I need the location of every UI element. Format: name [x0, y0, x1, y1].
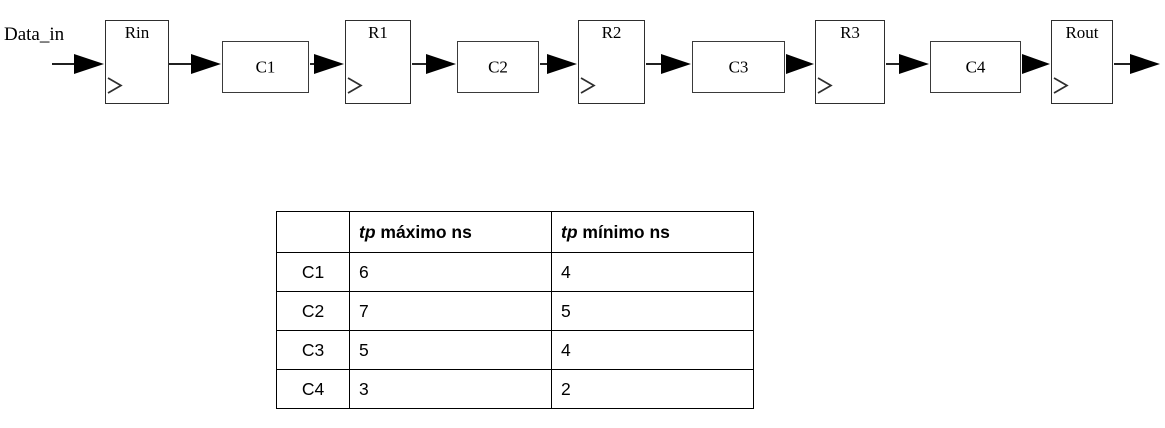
block-r2: R2	[578, 20, 645, 104]
clock-input-icon	[347, 77, 367, 94]
tp-symbol-max: tp	[359, 221, 376, 242]
table-header-row: tp máximo ns tp mínimo ns	[276, 211, 754, 253]
clock-input-icon	[1053, 77, 1073, 94]
block-label-rin: Rin	[124, 23, 150, 42]
block-c2: C2	[457, 41, 539, 93]
data-in-label: Data_in	[4, 24, 65, 45]
block-r1: R1	[345, 20, 411, 104]
cell-tp-max-c1: 6	[349, 252, 552, 292]
header-tp-maximo-text: máximo ns	[375, 221, 472, 242]
block-label-c4: C4	[965, 57, 986, 77]
row-label-c3: C3	[276, 330, 350, 370]
arrow-c4-to-rout	[1022, 51, 1050, 77]
row-label-c2: C2	[276, 291, 350, 331]
clock-input-icon	[580, 77, 600, 94]
block-rin: Rin	[105, 20, 169, 104]
arrow-rout-out	[1114, 51, 1160, 77]
arrow-r3-to-c4	[886, 51, 929, 77]
arrow-r1-to-c2	[412, 51, 456, 77]
cell-tp-max-c4: 3	[349, 369, 552, 409]
header-tp-minimo: tp mínimo ns	[551, 211, 754, 253]
arrow-c1-to-r1	[310, 51, 344, 77]
clock-input-icon	[107, 77, 127, 94]
arrow-c2-to-r2	[540, 51, 577, 77]
cell-tp-min-c3: 4	[551, 330, 754, 370]
block-rout: Rout	[1051, 20, 1113, 104]
cell-tp-min-c4: 2	[551, 369, 754, 409]
arrow-rin-to-c1	[169, 51, 221, 77]
arrow-c3-to-r3	[786, 51, 814, 77]
block-c1: C1	[222, 41, 309, 93]
tp-symbol-min: tp	[561, 221, 578, 242]
block-r3: R3	[815, 20, 885, 104]
block-label-c1: C1	[255, 57, 276, 77]
header-tp-minimo-text: mínimo ns	[577, 221, 670, 242]
block-label-c3: C3	[728, 57, 749, 77]
cell-tp-min-c1: 4	[551, 252, 754, 292]
row-label-c4: C4	[276, 369, 350, 409]
row-label-c1: C1	[276, 252, 350, 292]
header-tp-maximo: tp máximo ns	[349, 211, 552, 253]
block-label-rout: Rout	[1065, 23, 1099, 42]
cell-tp-max-c2: 7	[349, 291, 552, 331]
block-c3: C3	[692, 41, 785, 93]
block-label-r2: R2	[601, 23, 622, 42]
block-label-c2: C2	[488, 57, 508, 77]
header-corner-cell	[276, 211, 350, 253]
block-label-r1: R1	[368, 23, 388, 42]
block-label-r3: R3	[840, 23, 860, 42]
block-c4: C4	[930, 41, 1021, 93]
cell-tp-min-c2: 5	[551, 291, 754, 331]
arrow-datain-to-rin	[52, 51, 104, 77]
arrow-r2-to-c3	[646, 51, 691, 77]
clock-input-icon	[817, 77, 837, 94]
cell-tp-max-c3: 5	[349, 330, 552, 370]
